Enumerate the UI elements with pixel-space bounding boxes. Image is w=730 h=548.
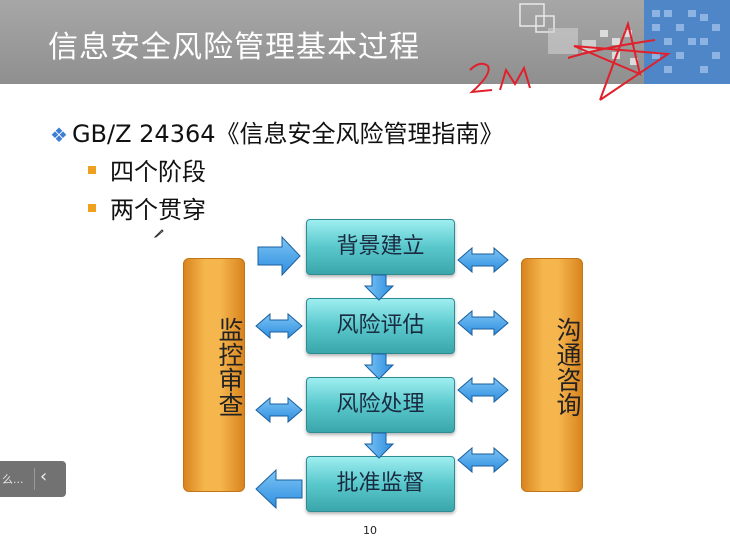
right-arrow-icon <box>257 235 301 277</box>
double-arrow-icon <box>457 446 509 474</box>
double-arrow-icon <box>457 309 509 337</box>
side-widget-label: 么... <box>2 473 24 486</box>
title-decoration <box>519 0 730 84</box>
sub-bullet-text: 两个贯穿 <box>110 196 206 224</box>
double-arrow-icon <box>255 312 303 340</box>
down-arrow-icon <box>363 353 395 380</box>
page-number: 10 <box>363 524 377 537</box>
double-arrow-icon <box>255 396 303 424</box>
right-pillar: 沟通咨询 <box>521 258 583 492</box>
sub-bullet-2: 两个贯穿 <box>88 190 206 225</box>
stage-box-1: 背景建立 <box>306 219 455 275</box>
down-arrow-icon <box>363 432 395 459</box>
left-pillar-label: 监控审查 <box>215 317 244 417</box>
down-arrow-icon <box>363 274 395 301</box>
side-widget-divider <box>34 468 35 490</box>
slide-title: 信息安全风险管理基本过程 <box>48 30 420 65</box>
double-arrow-icon <box>457 376 509 404</box>
left-pillar: 监控审查 <box>183 258 245 492</box>
sub-bullet-text: 四个阶段 <box>110 158 206 186</box>
stage-box-4: 批准监督 <box>306 456 455 512</box>
square-bullet-icon <box>88 204 96 212</box>
pen-annotation <box>469 20 671 101</box>
left-arrow-icon <box>255 468 303 510</box>
double-arrow-icon <box>457 246 509 274</box>
pen-cursor-icon <box>154 229 164 238</box>
diamond-bullet-icon: ❖ <box>50 123 68 147</box>
slide-title-bar <box>0 0 730 84</box>
square-bullet-icon <box>88 166 96 174</box>
stage-box-2: 风险评估 <box>306 298 455 354</box>
bullet-main-text: GB/Z 24364《信息安全风险管理指南》 <box>71 120 504 148</box>
sub-bullet-1: 四个阶段 <box>88 152 206 187</box>
right-pillar-label: 沟通咨询 <box>553 317 582 417</box>
bullet-main: ❖GB/Z 24364《信息安全风险管理指南》 <box>50 114 504 149</box>
side-widget[interactable]: 么... ‹ <box>0 461 66 497</box>
chevron-left-icon[interactable]: ‹ <box>40 466 48 487</box>
